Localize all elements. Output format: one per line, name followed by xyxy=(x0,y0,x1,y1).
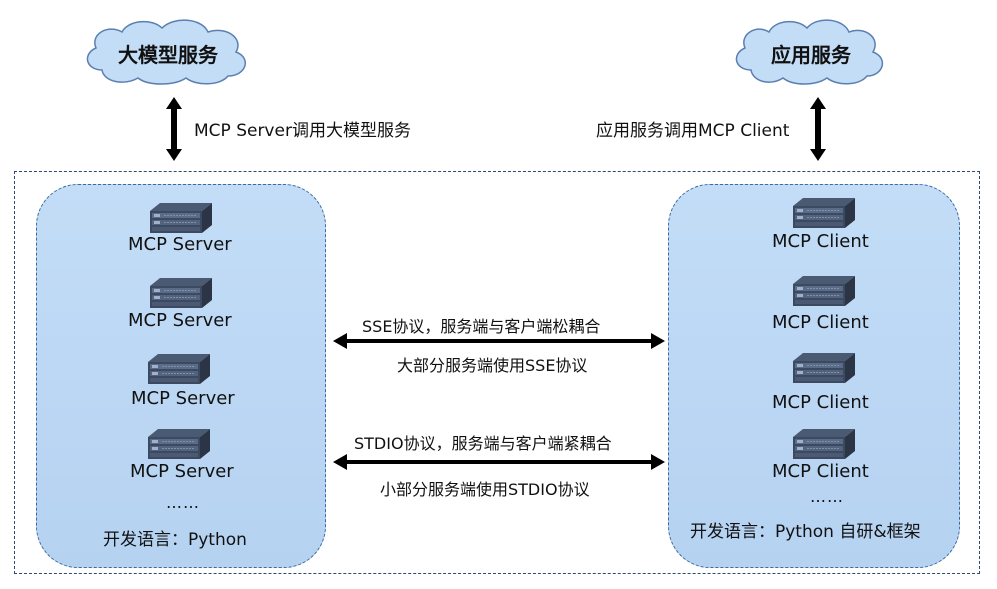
client-label: MCP Client xyxy=(772,231,869,252)
stdio-usage-label: 小部分服务端使用STDIO协议 xyxy=(380,480,590,499)
server-icon xyxy=(148,429,210,459)
server-icon xyxy=(793,353,855,383)
server-icon xyxy=(148,354,210,384)
server-icon xyxy=(150,203,212,233)
client-language: 开发语言：Python 自研&框架 xyxy=(690,522,921,542)
server-icon xyxy=(793,429,855,459)
cloud-icon xyxy=(735,19,884,85)
server-label: MCP Server xyxy=(131,388,235,409)
right-vertical-label: 应用服务调用MCP Client xyxy=(596,121,790,141)
server-label: MCP Server xyxy=(128,310,232,331)
client-label: MCP Client xyxy=(772,312,869,333)
app-service-cloud: 应用服务 xyxy=(729,14,893,88)
cloud-icon xyxy=(86,19,246,85)
system-boundary xyxy=(14,171,980,574)
double-arrow-icon xyxy=(333,333,665,349)
client-label: MCP Client xyxy=(772,461,869,482)
client-ellipsis: …… xyxy=(810,487,844,506)
server-icon xyxy=(150,278,212,308)
server-icon xyxy=(793,198,855,228)
left-vertical-label: MCP Server调用大模型服务 xyxy=(194,121,411,141)
server-ellipsis: …… xyxy=(166,493,200,512)
sse-protocol-label: SSE协议，服务端与客户端松耦合 xyxy=(362,317,601,336)
client-label: MCP Client xyxy=(772,392,869,413)
sse-usage-label: 大部分服务端使用SSE协议 xyxy=(397,356,588,375)
llm-service-cloud: 大模型服务 xyxy=(78,14,258,88)
double-arrow-icon xyxy=(333,454,665,470)
server-label: MCP Server xyxy=(130,461,234,482)
double-arrow-icon xyxy=(166,97,182,161)
server-label: MCP Server xyxy=(128,234,232,255)
app-service-label: 应用服务 xyxy=(771,43,851,67)
server-language: 开发语言：Python xyxy=(103,530,247,550)
stdio-protocol-label: STDIO协议，服务端与客户端紧耦合 xyxy=(354,434,612,453)
double-arrow-icon xyxy=(810,97,826,161)
server-icon xyxy=(793,276,855,306)
llm-service-label: 大模型服务 xyxy=(118,43,218,67)
